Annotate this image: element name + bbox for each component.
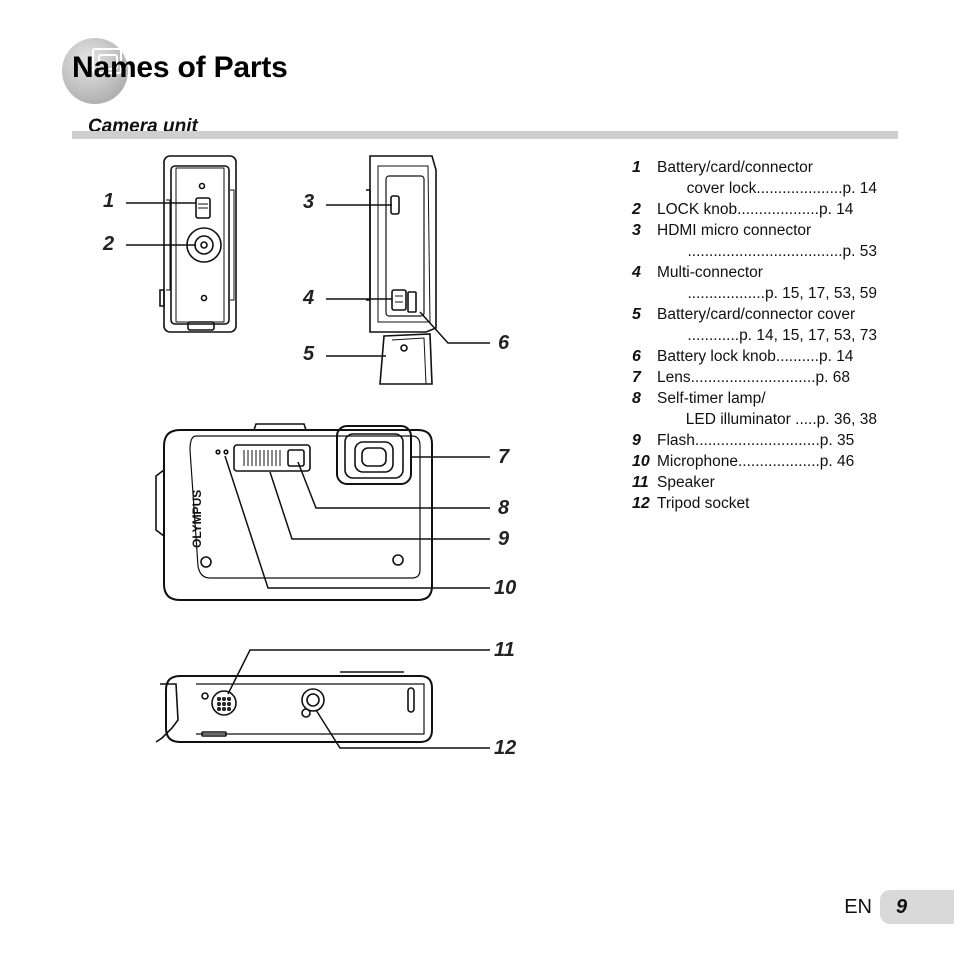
callout-5: 5 bbox=[303, 343, 315, 365]
camera-bottom-view bbox=[155, 671, 433, 743]
callout-11: 11 bbox=[494, 639, 515, 661]
section-rule bbox=[72, 131, 898, 139]
page-footer: EN 9 bbox=[844, 890, 954, 924]
callout-6: 6 bbox=[498, 332, 510, 354]
callout-4: 4 bbox=[303, 287, 315, 309]
callout-7: 7 bbox=[498, 446, 510, 468]
brand-logo: OLYMPUS bbox=[190, 490, 204, 548]
callout-2: 2 bbox=[103, 233, 115, 255]
camera-side-view-closed bbox=[159, 155, 237, 333]
callout-12: 12 bbox=[494, 737, 517, 759]
leader-lines bbox=[126, 202, 490, 749]
camera-front-view bbox=[155, 423, 433, 601]
callout-9: 9 bbox=[498, 528, 510, 550]
page-number: 9 bbox=[880, 890, 954, 924]
page-title: Names of Parts bbox=[72, 51, 288, 84]
language-label: EN bbox=[844, 895, 872, 918]
callout-10: 10 bbox=[494, 577, 517, 599]
camera-side-view-open bbox=[366, 155, 437, 385]
section-emblem-icon bbox=[62, 38, 128, 104]
callout-1: 1 bbox=[103, 190, 115, 212]
callout-3: 3 bbox=[303, 191, 315, 213]
callout-8: 8 bbox=[498, 497, 510, 519]
